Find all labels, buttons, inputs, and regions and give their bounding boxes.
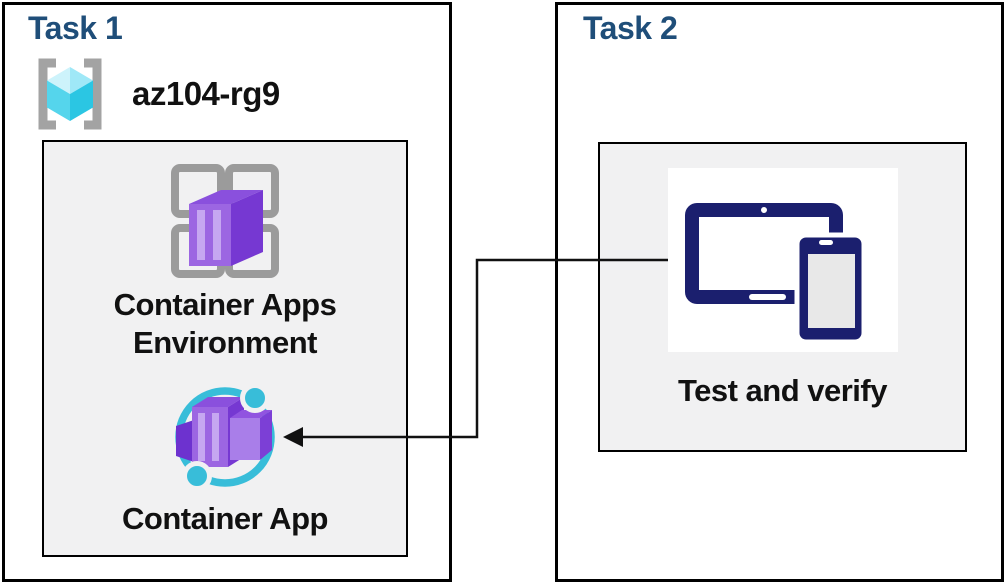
container-app-icon — [175, 383, 275, 491]
task2-title: Task 2 — [583, 10, 678, 46]
devices-icon-background — [668, 168, 898, 352]
resource-group-icon — [38, 58, 102, 130]
task1-title: Task 1 — [28, 10, 123, 46]
resource-group-name: az104-rg9 — [132, 75, 280, 112]
environment-label: Container Apps Environment — [113, 287, 337, 361]
test-and-verify-label: Test and verify — [677, 373, 888, 408]
resource-group: az104-rg9 — [26, 54, 280, 134]
container-app-label: Container App — [122, 501, 328, 536]
container-apps-environment-icon — [171, 164, 279, 278]
devices-icon — [685, 203, 867, 345]
